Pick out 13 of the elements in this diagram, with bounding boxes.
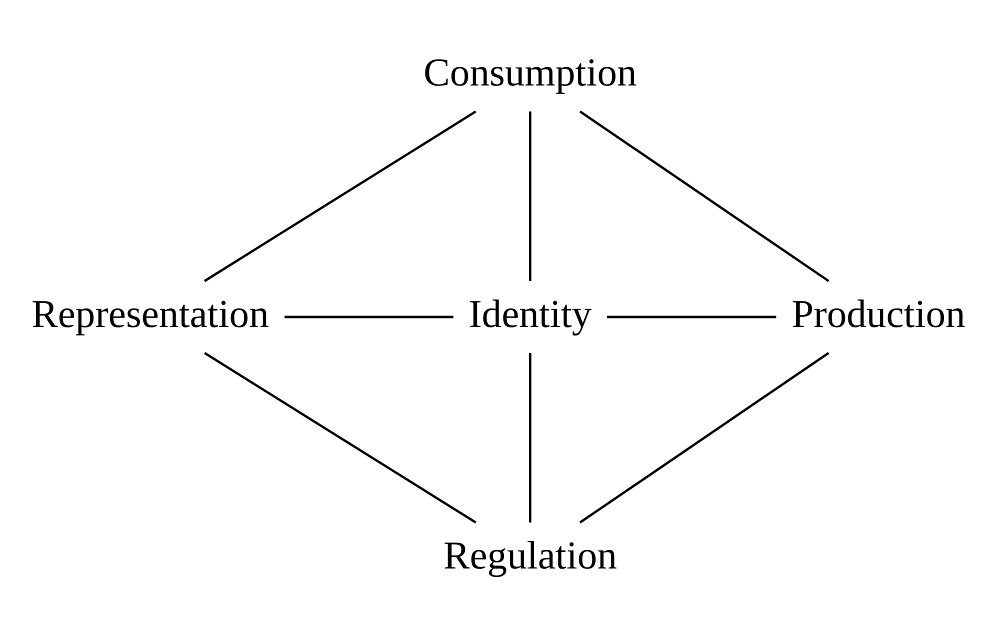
connector <box>579 352 830 523</box>
connector <box>579 110 830 282</box>
node-text: Representation <box>31 291 269 336</box>
connector <box>528 352 532 522</box>
connector <box>204 110 476 282</box>
connector <box>284 315 454 318</box>
node-text: Consumption <box>424 50 637 94</box>
connector <box>204 352 476 524</box>
node-text: Identity <box>468 291 592 336</box>
connector <box>528 111 532 281</box>
node-text: Regulation <box>443 532 618 577</box>
node-text: Production <box>792 291 966 336</box>
connector <box>607 315 776 318</box>
